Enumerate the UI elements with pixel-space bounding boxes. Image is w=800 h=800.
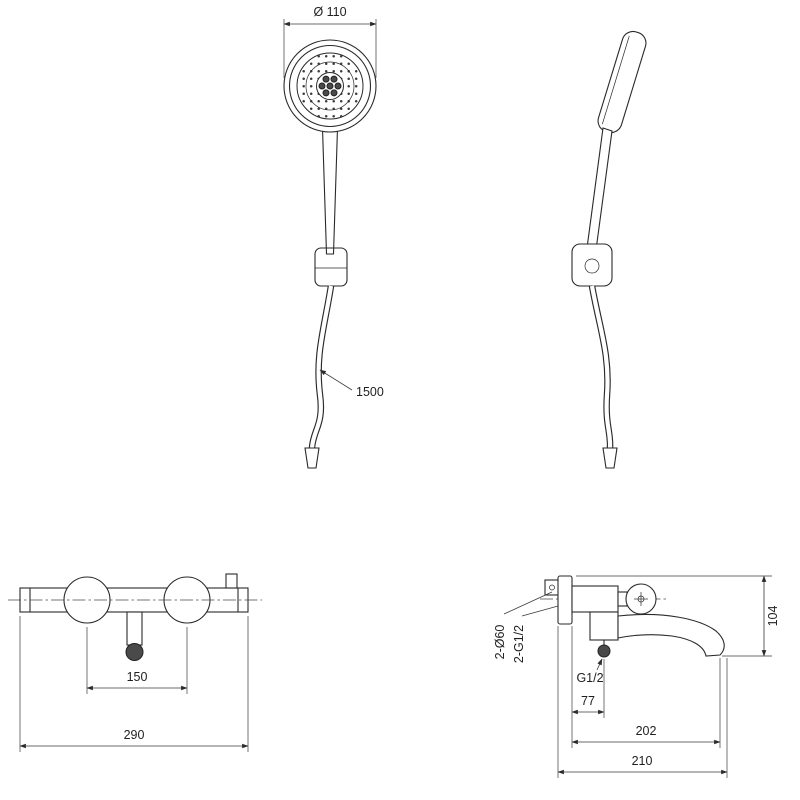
dim-shower-outlet-thread: G1/2: [576, 658, 604, 685]
dim-wall-to-spout-label: 202: [636, 724, 657, 738]
dim-hose-length: 1500: [319, 369, 384, 399]
spray-center-nozzles: [318, 75, 342, 97]
dim-head-diameter: Ø 110: [283, 5, 377, 78]
diverter-knob: [225, 573, 238, 589]
dim-head-diameter-label: Ø 110: [313, 5, 346, 19]
spout: [617, 613, 725, 657]
dim-wall-fittings-diameter-label: 2-Ø60: [493, 625, 507, 660]
dim-wall-fittings-thread-label: 2-G1/2: [512, 625, 526, 663]
dim-wall-fittings: 2-Ø60 2-G1/2: [493, 591, 559, 663]
spout-root: [589, 611, 619, 641]
dim-overall-depth-label: 210: [632, 754, 653, 768]
dim-valve-spacing: 150: [86, 627, 188, 694]
dim-overall-depth: 210: [557, 626, 728, 778]
mixer-front-view: 150 290: [8, 573, 262, 752]
hose-end-fitting: [304, 447, 320, 469]
dim-body-height: 104: [576, 575, 780, 657]
dim-body-width: 290: [19, 616, 249, 752]
wall-bracket-side: [571, 243, 613, 287]
handshower-side-view: [571, 30, 647, 469]
dim-valve-spacing-label: 150: [127, 670, 148, 684]
dim-wall-to-outlet-label: 77: [581, 694, 595, 708]
dim-wall-to-spout: 202: [571, 658, 721, 748]
bottom-inlet: [597, 640, 611, 658]
dim-hose-length-label: 1500: [356, 385, 384, 399]
dim-body-width-label: 290: [124, 728, 145, 742]
shower-head-side: [597, 30, 647, 134]
handle-knob: [625, 583, 657, 615]
top-port: [544, 579, 560, 596]
dim-body-height-label: 104: [766, 606, 780, 627]
handshower-front-view: Ø 110 1500: [283, 5, 384, 469]
mixer-side-view: 2-Ø60 2-G1/2 G1/2 104 77 202: [493, 575, 780, 778]
shower-hose-front: [304, 285, 335, 469]
hose-end-fitting-side: [602, 447, 618, 469]
shower-handle: [321, 127, 339, 255]
dim-shower-outlet-thread-label: G1/2: [576, 671, 603, 685]
shower-handle-side: [586, 127, 613, 251]
dim-wall-to-outlet: 77: [571, 626, 605, 748]
wall-flange: [557, 575, 573, 625]
shower-hose-side: [588, 285, 618, 469]
valve-body-side: [571, 585, 619, 613]
hose-outlet-front: [125, 611, 144, 661]
shower-head: [283, 39, 377, 133]
